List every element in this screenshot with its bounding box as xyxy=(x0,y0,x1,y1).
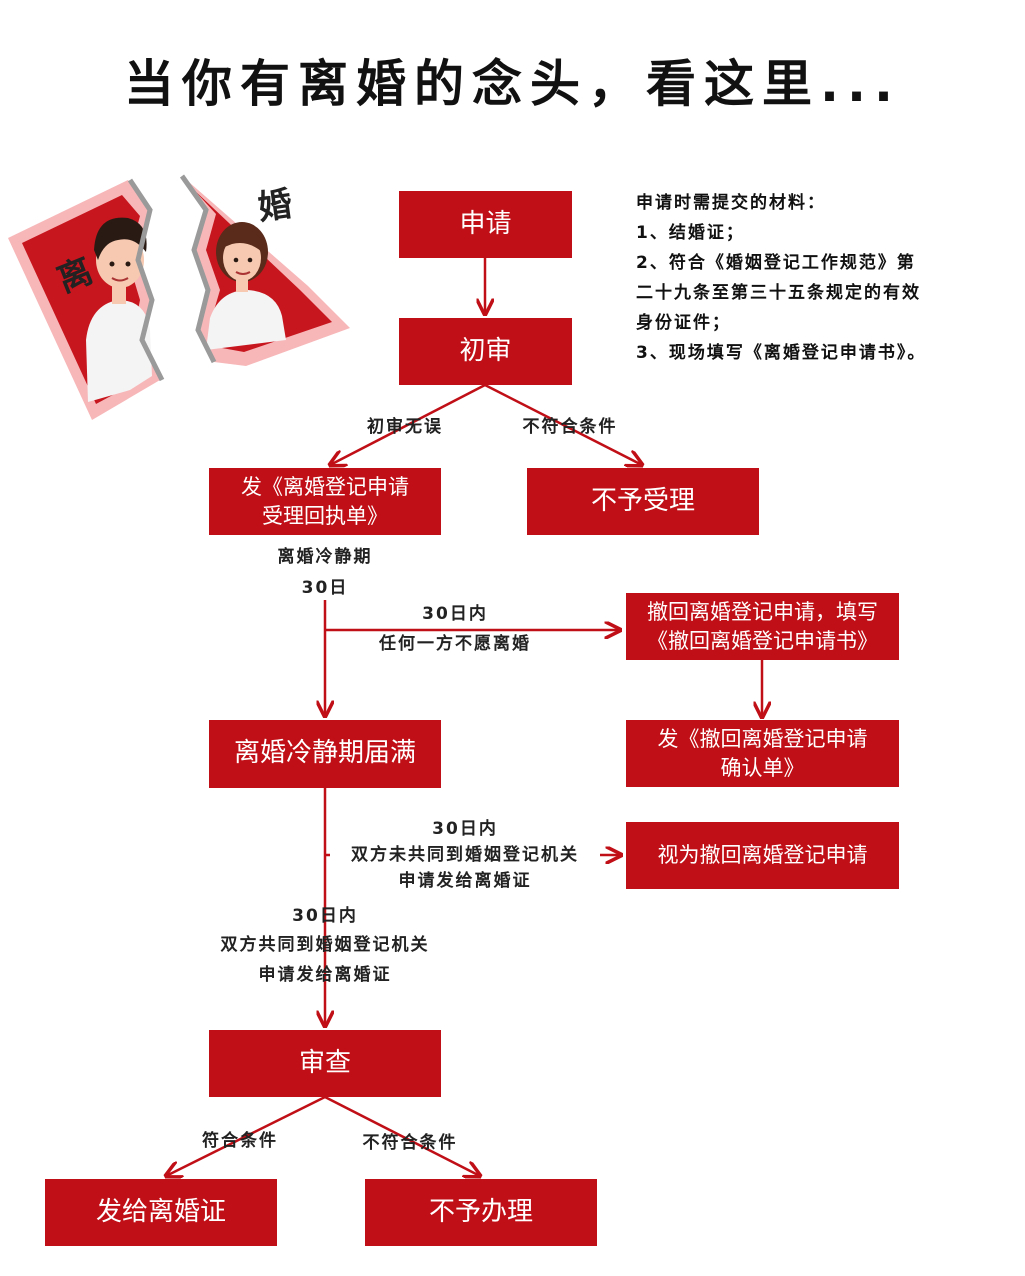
left-photo-half xyxy=(8,180,160,420)
arrow-review-to-refuse xyxy=(324,1095,480,1176)
issue-certificate-box: 发给离婚证 xyxy=(45,1179,277,1246)
arrow-review-to-receipt xyxy=(330,383,486,465)
materials-heading: 申请时需提交的材料： xyxy=(636,193,826,213)
arrow-review-to-issue xyxy=(166,1095,326,1176)
broken-photo-illustration: 离 婚 xyxy=(8,174,350,420)
label-qualified: 符合条件 xyxy=(202,1131,278,1151)
materials-item: 2、符合《婚姻登记工作规范》第 xyxy=(636,253,916,273)
initial-review-box: 初审 xyxy=(399,318,572,385)
label-cooling-days: 30日 xyxy=(301,578,349,598)
withdraw-confirm-box: 发《撤回离婚登记申请 确认单》 xyxy=(626,720,899,787)
label-not-jointly-1: 双方未共同到婚姻登记机关 xyxy=(330,840,600,870)
withdraw-box: 撤回离婚登记申请，填写 《撤回离婚登记申请书》 xyxy=(626,593,899,660)
page-title: 当你有离婚的念头，看这里... xyxy=(124,55,901,113)
right-photo-half xyxy=(182,176,350,366)
label-unwilling: 任何一方不愿离婚 xyxy=(379,634,531,654)
label-jointly-2: 申请发给离婚证 xyxy=(258,965,392,985)
illustration-right-char: 婚 xyxy=(255,184,294,228)
deemed-withdraw-box: 视为撤回离婚登记申请 xyxy=(626,822,899,889)
receipt-box: 发《离婚登记申请 受理回执单》 xyxy=(209,468,441,535)
label-within30-c: 30日内 xyxy=(292,906,358,926)
cooling-done-box: 离婚冷静期届满 xyxy=(209,720,441,788)
materials-item: 身份证件； xyxy=(636,313,731,333)
label-no-error: 初审无误 xyxy=(367,417,443,437)
materials-item: 二十九条至第三十五条规定的有效 xyxy=(636,283,921,303)
label-not-jointly-2: 申请发给离婚证 xyxy=(398,871,532,891)
materials-item: 1、结婚证； xyxy=(636,223,745,243)
materials-note: 申请时需提交的材料： 1、结婚证； 2、符合《婚姻登记工作规范》第 二十九条至第… xyxy=(636,188,996,368)
apply-box: 申请 xyxy=(399,191,572,258)
label-cooling-period: 离婚冷静期 xyxy=(277,547,373,567)
label-within30-b: 30日内 xyxy=(432,819,498,839)
materials-item: 3、现场填写《离婚登记申请书》。 xyxy=(636,343,927,363)
label-within30-a: 30日内 xyxy=(422,604,488,624)
review-box: 审查 xyxy=(209,1030,441,1097)
label-not-qualified-1: 不符合条件 xyxy=(522,417,618,437)
label-jointly-1: 双方共同到婚姻登记机关 xyxy=(220,935,430,955)
label-not-qualified-2: 不符合条件 xyxy=(362,1133,458,1153)
refuse-box: 不予办理 xyxy=(365,1179,597,1246)
arrow-review-to-reject xyxy=(484,383,642,465)
reject-box: 不予受理 xyxy=(527,468,759,535)
